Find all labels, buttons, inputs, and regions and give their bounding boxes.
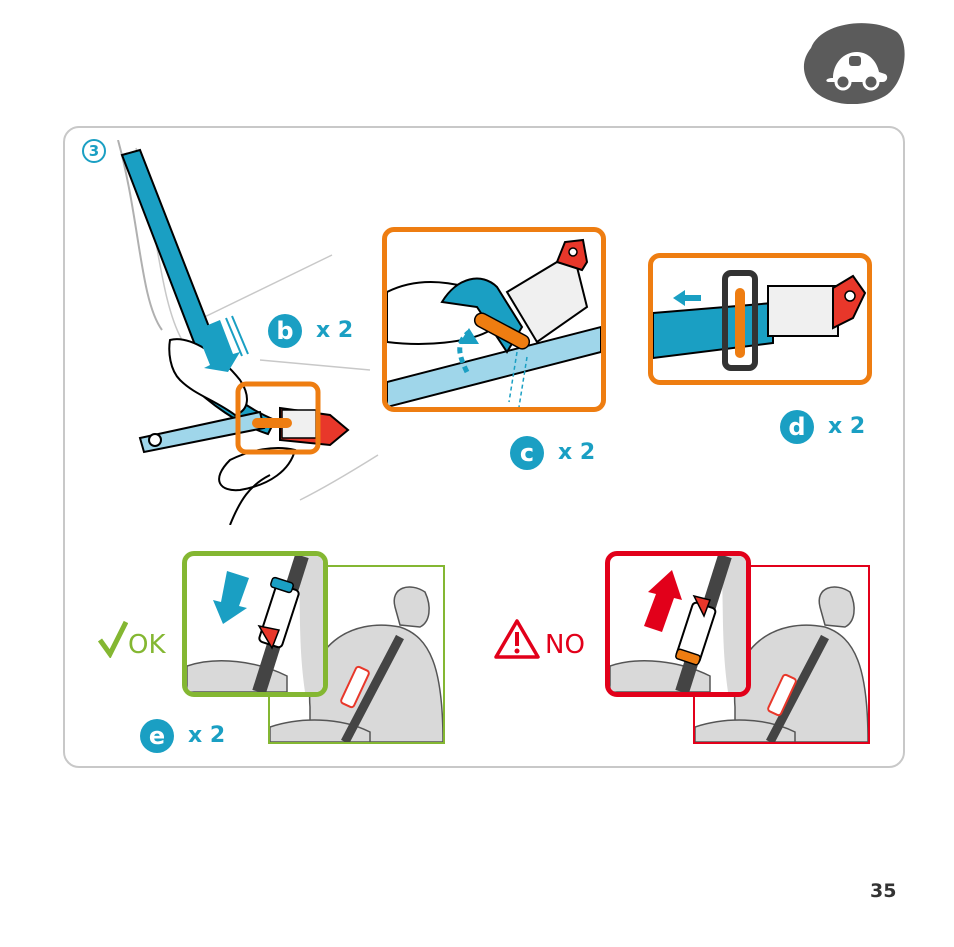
substep-c-illustration [387, 232, 601, 407]
substep-d-count: x 2 [828, 414, 865, 439]
substep-d-badge: d [780, 410, 814, 444]
substep-d-frame [648, 253, 872, 385]
arrow-left-icon [673, 290, 701, 306]
substep-c-frame [382, 227, 606, 412]
arrow-down-icon [213, 571, 249, 624]
checkmark-icon [98, 620, 128, 658]
no-detail-frame [605, 551, 751, 697]
substep-c-badge: c [510, 436, 544, 470]
page-number: 35 [870, 880, 896, 902]
warning-icon [493, 618, 541, 660]
car-icon [801, 18, 907, 104]
ok-detail-frame [182, 551, 328, 697]
substep-b-badge: b [268, 314, 302, 348]
no-label: NO [545, 630, 585, 660]
substep-c-count: x 2 [558, 440, 595, 465]
ok-label: OK [128, 630, 166, 660]
substep-e-count: x 2 [188, 723, 225, 748]
substep-e-badge: e [140, 719, 174, 753]
substep-d-illustration [653, 258, 867, 380]
arrow-up-icon [644, 570, 682, 632]
substep-b-count: x 2 [316, 318, 353, 343]
